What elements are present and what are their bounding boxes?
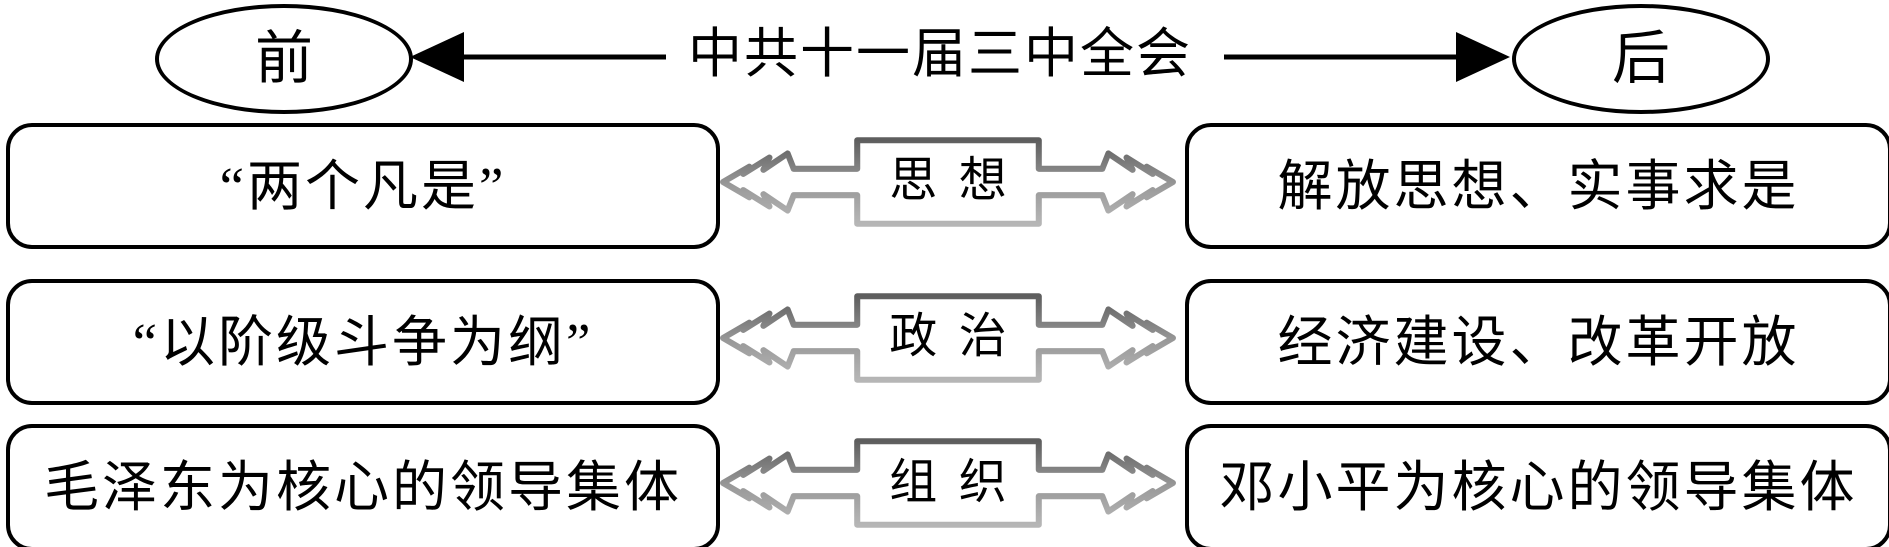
before-box-ideology: “两个凡是” — [6, 123, 720, 249]
after-label: 后 — [1611, 26, 1670, 91]
before-box-politics: “以阶级斗争为纲” — [6, 279, 720, 405]
before-text: “两个凡是” — [219, 155, 507, 217]
category-arrow-ideology: 思想 — [716, 123, 1180, 241]
before-text: 毛泽东为核心的领导集体 — [43, 457, 682, 518]
after-text: 经济建设、改革开放 — [1277, 311, 1800, 373]
after-text: 解放思想、实事求是 — [1277, 155, 1800, 217]
after-box-ideology: 解放思想、实事求是 — [1185, 123, 1889, 249]
arrow-to-before-icon — [410, 32, 666, 82]
double-arrow-icon — [720, 438, 1176, 528]
diagram-title: 中共十一届三中全会 — [688, 24, 1192, 84]
after-box-politics: 经济建设、改革开放 — [1185, 279, 1889, 405]
ellipse-after: 后 — [1512, 4, 1770, 114]
category-label: 组织 — [889, 455, 1029, 509]
before-box-organization: 毛泽东为核心的领导集体 — [6, 424, 720, 547]
category-arrow-politics: 政治 — [716, 279, 1180, 397]
double-arrow-icon — [720, 293, 1176, 383]
ellipse-before: 前 — [155, 4, 413, 114]
after-text: 邓小平为核心的领导集体 — [1219, 457, 1858, 518]
after-box-organization: 邓小平为核心的领导集体 — [1185, 424, 1889, 547]
category-label: 思想 — [889, 154, 1029, 207]
before-label: 前 — [254, 26, 313, 91]
arrow-to-after-icon — [1224, 32, 1510, 82]
double-arrow-icon — [720, 137, 1176, 227]
before-text: “以阶级斗争为纲” — [132, 311, 594, 373]
category-label: 政治 — [889, 310, 1029, 363]
category-arrow-organization: 组织 — [716, 424, 1180, 543]
